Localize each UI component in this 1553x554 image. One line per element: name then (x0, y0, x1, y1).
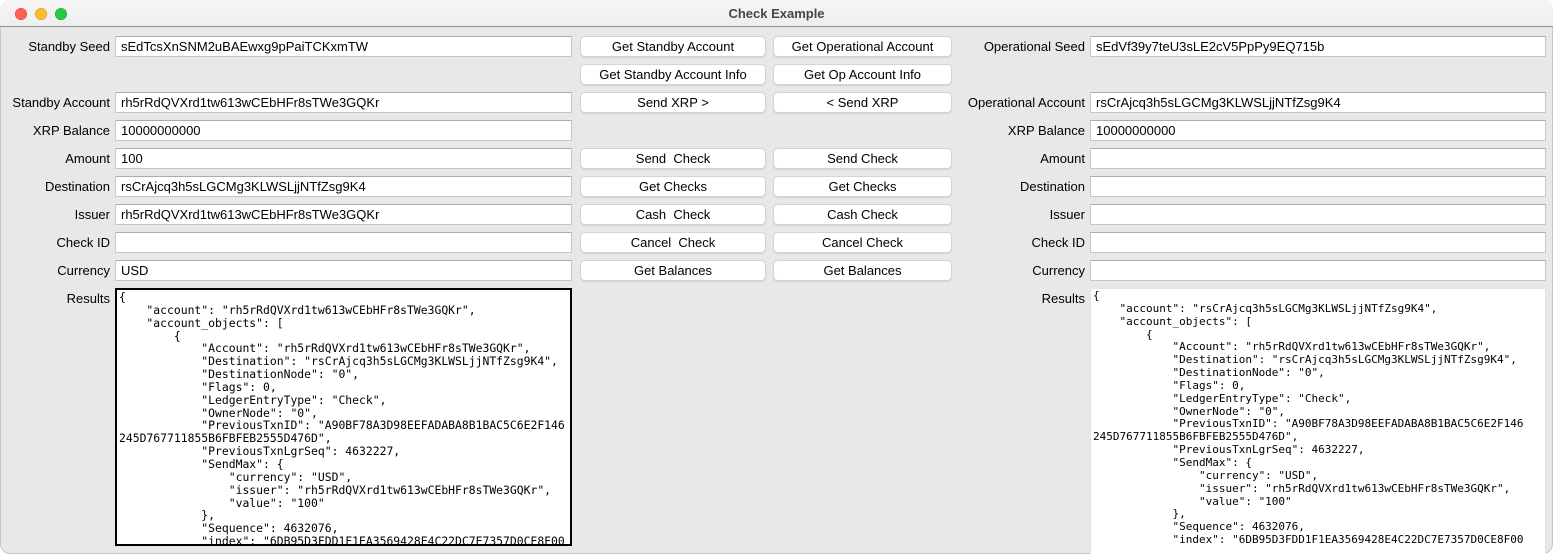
operational-seed-input[interactable] (1090, 36, 1546, 57)
standby-issuer-input[interactable] (115, 204, 572, 225)
standby-xrp-balance-input[interactable] (115, 120, 572, 141)
standby-amount-label: Amount (65, 151, 110, 166)
operational-check-id-input[interactable] (1090, 232, 1546, 253)
get-operational-account-button[interactable]: Get Operational Account (773, 36, 952, 57)
standby-results-label: Results (66, 291, 110, 306)
operational-destination-input[interactable] (1090, 176, 1546, 197)
send-xrp-left-button[interactable]: < Send XRP (773, 92, 952, 113)
standby-account-label: Standby Account (12, 95, 110, 110)
main-content: Standby Seed Get Standby Account Get Ope… (0, 27, 1553, 554)
operational-account-input[interactable] (1090, 92, 1546, 113)
minimize-button[interactable] (35, 7, 47, 20)
operational-seed-label: Operational Seed (983, 39, 1085, 54)
standby-currency-input[interactable] (115, 260, 572, 281)
standby-seed-label: Standby Seed (28, 39, 110, 54)
standby-check-id-input[interactable] (115, 232, 572, 253)
get-balances-op-button[interactable]: Get Balances (773, 260, 952, 281)
cash-check-op-button[interactable]: Cash Check (773, 204, 952, 225)
standby-results-textarea[interactable]: { "account": "rh5rRdQVXrd1tw613wCEbHFr8s… (115, 288, 572, 546)
standby-issuer-label: Issuer (74, 207, 110, 222)
cancel-check-op-button[interactable]: Cancel Check (773, 232, 952, 253)
operational-check-id-label: Check ID (1031, 235, 1085, 250)
titlebar: Check Example (0, 0, 1553, 27)
operational-amount-label: Amount (1040, 151, 1085, 166)
zoom-button[interactable] (55, 7, 67, 20)
operational-account-label: Operational Account (967, 95, 1085, 110)
standby-check-id-label: Check ID (56, 235, 110, 250)
get-standby-account-button[interactable]: Get Standby Account (580, 36, 766, 57)
cash-check-standby-button[interactable]: Cash Check (580, 204, 766, 225)
traffic-lights (15, 0, 67, 27)
send-check-op-button[interactable]: Send Check (773, 148, 952, 169)
get-checks-standby-button[interactable]: Get Checks (580, 176, 766, 197)
cancel-check-standby-button[interactable]: Cancel Check (580, 232, 766, 253)
standby-amount-input[interactable] (115, 148, 572, 169)
get-standby-account-info-button[interactable]: Get Standby Account Info (580, 64, 766, 85)
send-xrp-right-button[interactable]: Send XRP > (580, 92, 766, 113)
operational-amount-input[interactable] (1090, 148, 1546, 169)
standby-account-input[interactable] (115, 92, 572, 113)
get-op-account-info-button[interactable]: Get Op Account Info (773, 64, 952, 85)
standby-destination-label: Destination (44, 179, 110, 194)
standby-xrp-balance-label: XRP Balance (32, 123, 110, 138)
standby-seed-input[interactable] (115, 36, 572, 57)
operational-results-textarea[interactable]: { "account": "rsCrAjcq3h5sLGCMg3KLWSLjjN… (1090, 288, 1546, 554)
operational-destination-label: Destination (1019, 179, 1085, 194)
get-balances-standby-button[interactable]: Get Balances (580, 260, 766, 281)
operational-currency-label: Currency (1032, 263, 1085, 278)
operational-currency-input[interactable] (1090, 260, 1546, 281)
standby-currency-label: Currency (57, 263, 110, 278)
operational-xrp-balance-input[interactable] (1090, 120, 1546, 141)
get-checks-op-button[interactable]: Get Checks (773, 176, 952, 197)
close-button[interactable] (15, 7, 27, 20)
operational-results-label: Results (1041, 291, 1085, 306)
operational-xrp-balance-label: XRP Balance (1007, 123, 1085, 138)
standby-destination-input[interactable] (115, 176, 572, 197)
operational-issuer-label: Issuer (1049, 207, 1085, 222)
operational-issuer-input[interactable] (1090, 204, 1546, 225)
window-title: Check Example (728, 6, 825, 21)
send-check-standby-button[interactable]: Send Check (580, 148, 766, 169)
